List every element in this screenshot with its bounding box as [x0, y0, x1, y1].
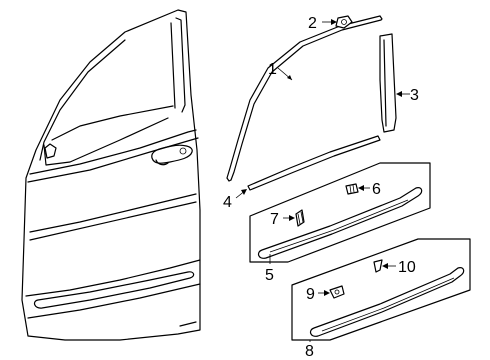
frame-molding-part [226, 15, 383, 182]
belt-molding-part [247, 135, 381, 191]
callout-2: 2 [308, 15, 317, 32]
callout-7: 7 [270, 211, 279, 228]
callout-9: 9 [306, 286, 315, 303]
leader-lines [235, 19, 410, 342]
callout-3: 3 [410, 87, 419, 104]
callout-numbers: 1 2 3 4 5 6 7 8 9 10 [223, 15, 419, 360]
callout-10: 10 [398, 259, 416, 276]
clip-part [335, 15, 353, 29]
callout-5: 5 [265, 267, 274, 284]
side-molding-group-8 [291, 238, 471, 341]
callout-6: 6 [372, 181, 381, 198]
front-door [21, 9, 201, 341]
pillar-garnish-part [379, 33, 397, 133]
callout-4: 4 [223, 194, 232, 211]
side-molding-group-5 [249, 162, 431, 263]
callout-8: 8 [305, 343, 314, 360]
callout-1: 1 [268, 61, 277, 78]
